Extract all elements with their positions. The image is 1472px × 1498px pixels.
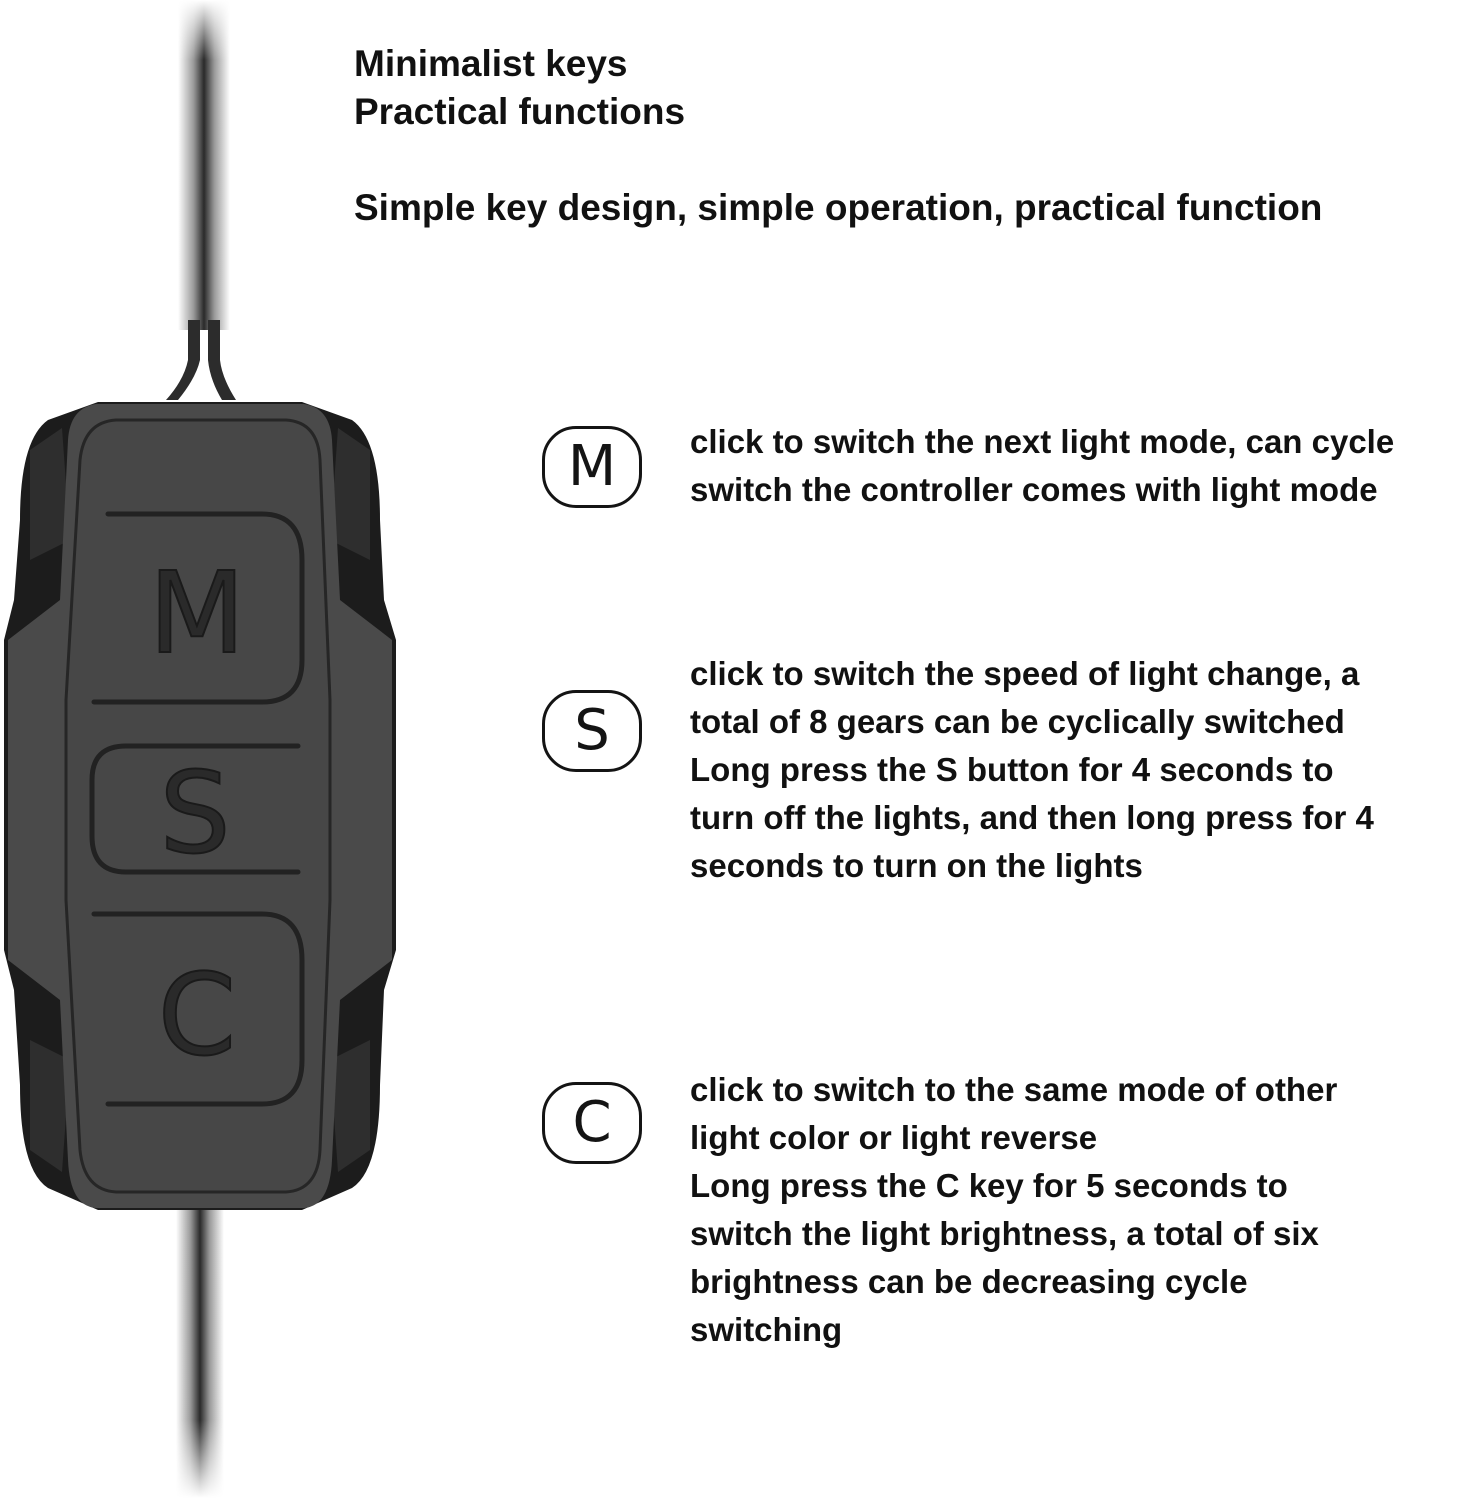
headline-line-1: Minimalist keys: [354, 43, 628, 84]
key-m-description: click to switch the next light mode, can…: [690, 418, 1470, 514]
key-s-line: click to switch the speed of light chang…: [690, 655, 1360, 692]
device-key-s-label: S: [159, 749, 230, 879]
controller-device-illustration: M S C: [4, 0, 396, 1498]
key-m-line: switch the controller comes with light m…: [690, 471, 1378, 508]
key-c-description: click to switch to the same mode of othe…: [690, 1066, 1470, 1354]
key-c-badge: C: [542, 1082, 642, 1164]
key-s-badge: S: [542, 690, 642, 772]
key-c-line: switching: [690, 1311, 843, 1348]
key-m-line: click to switch the next light mode, can…: [690, 423, 1395, 460]
key-c-line: light color or light reverse: [690, 1119, 1098, 1156]
key-s-line: Long press the S button for 4 seconds to: [690, 751, 1334, 788]
key-c-line: switch the light brightness, a total of …: [690, 1215, 1319, 1252]
key-s-description: click to switch the speed of light chang…: [690, 650, 1470, 890]
key-s-line: total of 8 gears can be cyclically switc…: [690, 703, 1345, 740]
device-key-m-label: M: [149, 549, 246, 679]
key-m-badge: M: [542, 426, 642, 508]
device-key-c-label: C: [158, 951, 236, 1081]
headline: Minimalist keys Practical functions: [354, 40, 685, 136]
key-s-line: seconds to turn on the lights: [690, 847, 1143, 884]
key-s-line: turn off the lights, and then long press…: [690, 799, 1374, 836]
key-c-line: click to switch to the same mode of othe…: [690, 1071, 1338, 1108]
headline-line-2: Practical functions: [354, 91, 686, 132]
bottom-cable: [176, 1205, 224, 1498]
key-outlines: [89, 511, 305, 1107]
tagline: Simple key design, simple operation, pra…: [354, 187, 1323, 228]
top-cable: [166, 0, 236, 400]
key-c-line: brightness can be decreasing cycle: [690, 1263, 1248, 1300]
key-c-line: Long press the C key for 5 seconds to: [690, 1167, 1288, 1204]
controller-housing: [4, 402, 396, 1210]
